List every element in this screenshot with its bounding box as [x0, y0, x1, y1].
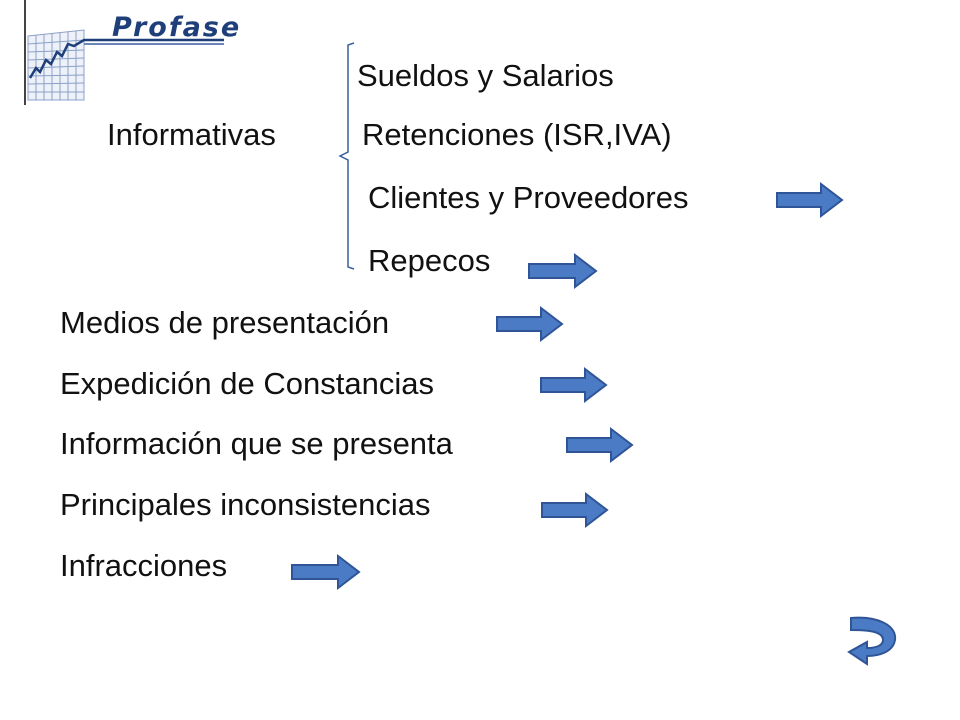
- item-repecos: Repecos: [368, 243, 491, 278]
- bracket: [338, 42, 355, 270]
- topic-informacion-presenta: Información que se presenta: [60, 426, 453, 461]
- right-arrow-icon[interactable]: [539, 366, 609, 404]
- right-arrow-icon[interactable]: [290, 553, 362, 591]
- topic-expedicion-constancias: Expedición de Constancias: [60, 366, 434, 401]
- item-sueldos-salarios: Sueldos y Salarios: [357, 58, 614, 93]
- right-arrow-icon[interactable]: [527, 252, 599, 290]
- logo-text: Profase: [112, 12, 242, 43]
- right-arrow-icon[interactable]: [775, 181, 845, 219]
- chart-grid-logo-icon: [24, 0, 224, 105]
- profase-logo: Profase: [24, 0, 239, 105]
- topic-medios-presentacion: Medios de presentación: [60, 305, 390, 340]
- item-clientes-proveedores: Clientes y Proveedores: [368, 180, 689, 215]
- return-arrow-icon[interactable]: [845, 612, 900, 667]
- topic-principales-inconsistencias: Principales inconsistencias: [60, 487, 431, 522]
- right-arrow-icon[interactable]: [495, 305, 565, 343]
- right-arrow-icon[interactable]: [540, 491, 610, 529]
- right-arrow-icon[interactable]: [565, 426, 635, 464]
- topic-infracciones: Infracciones: [60, 548, 228, 583]
- item-retenciones: Retenciones (ISR,IVA): [362, 117, 672, 152]
- informativas-label: Informativas: [107, 117, 276, 152]
